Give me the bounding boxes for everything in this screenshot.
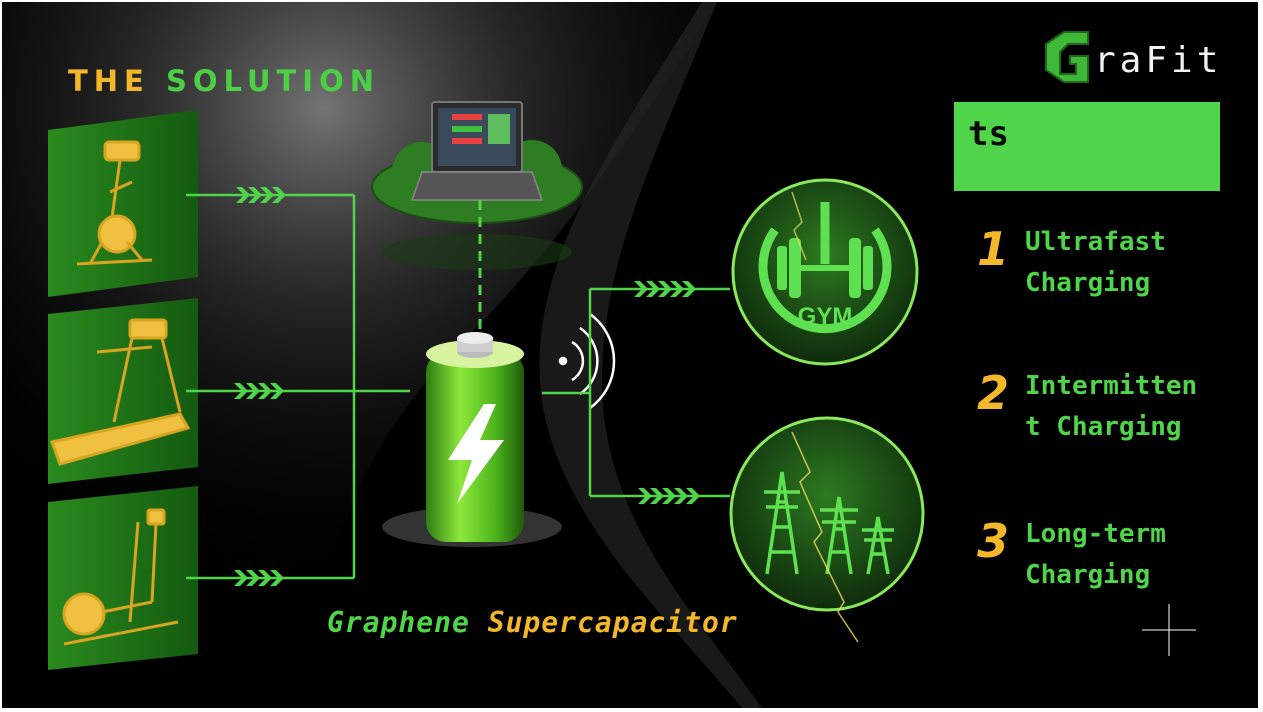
- crosshair-marker: [1142, 604, 1196, 656]
- caption-word-1: Graphene: [327, 606, 470, 639]
- flow-arrows-right: [634, 281, 700, 504]
- grafit-logo-icon: [1045, 31, 1089, 83]
- equipment-panel-bike: [48, 110, 198, 297]
- power-tower-icon: [729, 416, 925, 643]
- title-word-1: THE: [68, 64, 150, 98]
- equipment-panel-elliptical: [48, 486, 198, 670]
- requirement-label: Ultrafast Charging: [1025, 227, 1166, 298]
- laptop-icon: [410, 101, 544, 201]
- requirements-heading-box: ts: [954, 102, 1220, 191]
- requirements-heading-fragment: ts: [968, 102, 1208, 152]
- requirement-number: 1: [977, 222, 1010, 276]
- requirement-number: 2: [977, 366, 1010, 420]
- gym-power-icon: GYM: [731, 178, 919, 366]
- elliptical-trainer-icon: [62, 508, 179, 646]
- battery-icon: [382, 332, 562, 547]
- wireless-signal-icon: [558, 312, 616, 410]
- battery-caption: Graphene Supercapacitor: [327, 606, 738, 639]
- caption-word-2: Supercapacitor: [487, 606, 738, 639]
- output-connectors: [542, 287, 730, 498]
- requirement-label: Intermitten t Charging: [1025, 371, 1198, 442]
- requirements-heading-text: ts: [968, 114, 1009, 154]
- requirement-number: 3: [977, 514, 1010, 568]
- equipment-panel-treadmill: [48, 298, 198, 484]
- title-word-2: SOLUTION: [165, 64, 381, 98]
- clipped-heading-line: [968, 102, 1208, 116]
- treadmill-icon: [50, 318, 191, 466]
- flow-arrows-left: [234, 187, 286, 586]
- input-connectors: [186, 193, 410, 580]
- logo-text: raFit: [1094, 40, 1223, 81]
- slide-title: THE SOLUTION: [68, 64, 380, 98]
- requirement-label: Long-term Charging: [1025, 519, 1166, 590]
- exercise-bike-icon: [76, 140, 153, 266]
- gym-label: GYM: [798, 303, 853, 330]
